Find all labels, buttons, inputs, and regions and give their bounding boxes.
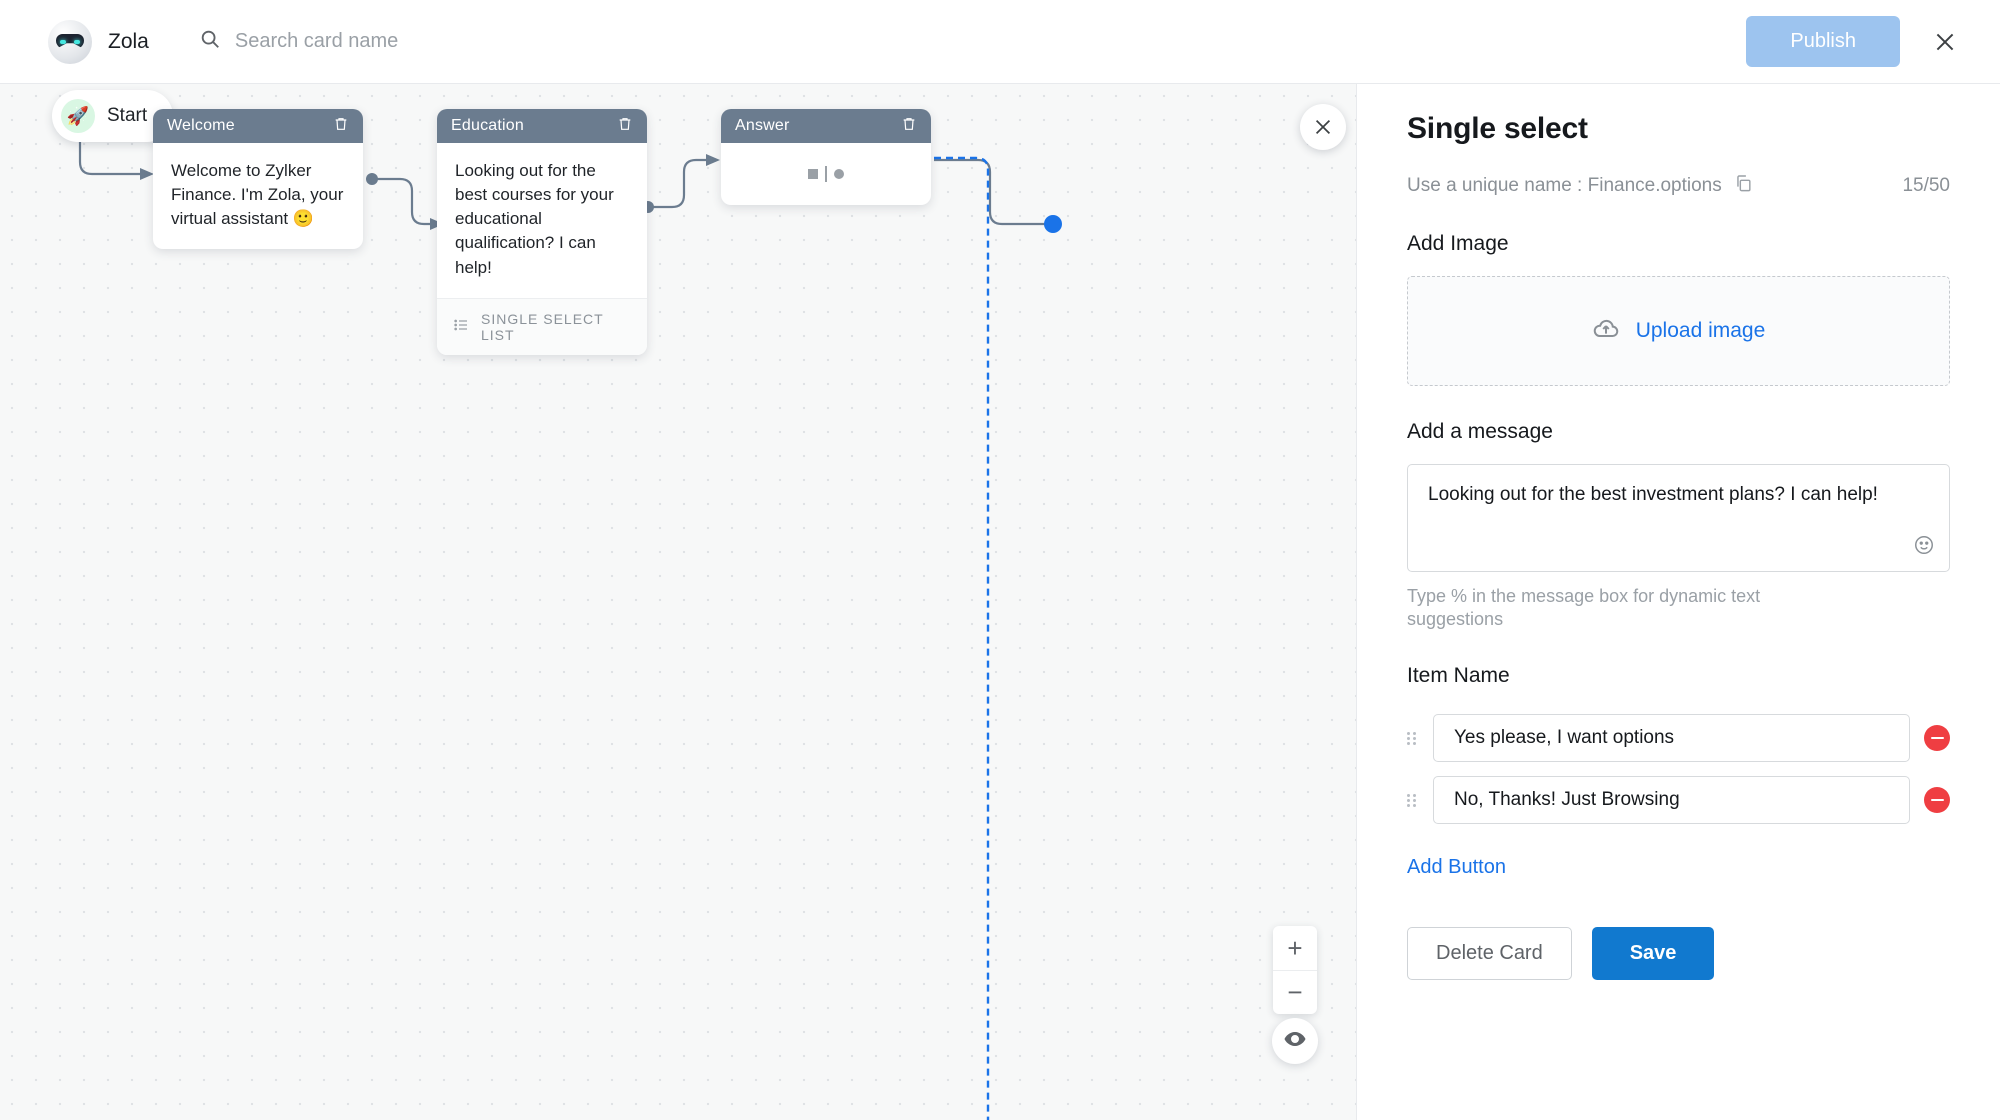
- card-header: Education: [437, 109, 647, 143]
- search-box[interactable]: [199, 28, 665, 55]
- list-icon: [453, 317, 469, 336]
- brand-name: Zola: [108, 29, 149, 53]
- trash-icon[interactable]: [333, 116, 349, 137]
- close-icon[interactable]: [1930, 27, 1960, 57]
- unique-name-label: Use a unique name : Finance.options: [1407, 175, 1722, 196]
- message-hint: Type % in the message box for dynamic te…: [1407, 586, 1761, 629]
- emoji-icon[interactable]: [1913, 534, 1935, 561]
- start-node[interactable]: 🚀 Start: [52, 90, 174, 142]
- card-body: Looking out for the best courses for you…: [455, 161, 614, 277]
- connector-dot-welcome[interactable]: [366, 173, 378, 185]
- upload-image-label: Upload image: [1635, 319, 1766, 342]
- card-header: Answer: [721, 109, 931, 143]
- cloud-upload-icon: [1592, 315, 1620, 348]
- card-title: Answer: [735, 117, 790, 134]
- trash-icon[interactable]: [617, 116, 633, 137]
- top-bar: Zola Publish: [0, 0, 2000, 84]
- zoom-out-button[interactable]: −: [1273, 970, 1317, 1014]
- eye-icon: [1283, 1027, 1307, 1056]
- copy-icon[interactable]: [1734, 174, 1753, 198]
- publish-button[interactable]: Publish: [1746, 16, 1900, 67]
- card-footer-type: SINGLE SELECT LIST: [437, 297, 647, 355]
- start-label: Start: [107, 105, 148, 126]
- preview-button[interactable]: [1272, 1018, 1318, 1064]
- list-item: [1407, 714, 1950, 762]
- rocket-icon: 🚀: [61, 99, 95, 133]
- drag-handle-icon[interactable]: [1407, 793, 1419, 807]
- trash-icon[interactable]: [901, 116, 917, 137]
- remove-circle-icon[interactable]: [1924, 725, 1950, 751]
- character-counter: 15/50: [1902, 175, 1950, 196]
- card-title: Welcome: [167, 117, 235, 134]
- connector-dot-answer[interactable]: [1044, 215, 1062, 233]
- panel-actions: Delete Card Save: [1407, 927, 1950, 980]
- top-bar-actions: Publish: [1746, 16, 1960, 67]
- item-name-label: Item Name: [1407, 664, 1510, 687]
- page-title: Single select: [1407, 112, 1588, 145]
- zoom-in-button[interactable]: +: [1287, 932, 1303, 963]
- item-list: [1407, 714, 1950, 824]
- robot-avatar-icon: [48, 19, 92, 64]
- unique-name-row: Use a unique name : Finance.options 15/5…: [1407, 174, 1950, 198]
- canvas-close-button[interactable]: [1300, 104, 1346, 150]
- message-textarea[interactable]: Looking out for the best investment plan…: [1407, 464, 1950, 572]
- image-dropzone[interactable]: Upload image: [1407, 276, 1950, 386]
- message-value: Looking out for the best investment plan…: [1428, 484, 1878, 505]
- search-icon: [199, 28, 221, 55]
- flow-card-welcome[interactable]: Welcome Welcome to Zylker Finance. I'm Z…: [153, 109, 363, 250]
- card-title: Education: [451, 117, 524, 134]
- flow-canvas[interactable]: 🚀 Start Welcome Welcome to Zylker Financ…: [0, 84, 1356, 1120]
- item-input[interactable]: [1433, 776, 1910, 824]
- add-button-link[interactable]: Add Button: [1407, 856, 1506, 878]
- zoom-controls[interactable]: + −: [1273, 926, 1317, 1014]
- delete-card-button[interactable]: Delete Card: [1407, 927, 1572, 980]
- brand: Zola: [48, 19, 149, 64]
- card-body: Welcome to Zylker Finance. I'm Zola, you…: [171, 161, 344, 229]
- flow-card-answer[interactable]: Answer: [721, 109, 931, 205]
- remove-circle-icon[interactable]: [1924, 787, 1950, 813]
- card-body: [721, 143, 931, 205]
- card-footer-label: SINGLE SELECT LIST: [481, 310, 604, 343]
- drag-handle-icon[interactable]: [1407, 731, 1419, 745]
- answer-placeholder-glyph: [739, 151, 913, 197]
- save-button[interactable]: Save: [1591, 927, 1715, 980]
- properties-panel: Single select Use a unique name : Financ…: [1356, 84, 2000, 1120]
- flow-card-education[interactable]: Education Looking out for the best cours…: [437, 109, 647, 355]
- add-message-label: Add a message: [1407, 420, 1553, 443]
- item-input[interactable]: [1433, 714, 1910, 762]
- list-item: [1407, 776, 1950, 824]
- card-header: Welcome: [153, 109, 363, 143]
- add-image-label: Add Image: [1407, 232, 1509, 255]
- search-input[interactable]: [234, 30, 665, 53]
